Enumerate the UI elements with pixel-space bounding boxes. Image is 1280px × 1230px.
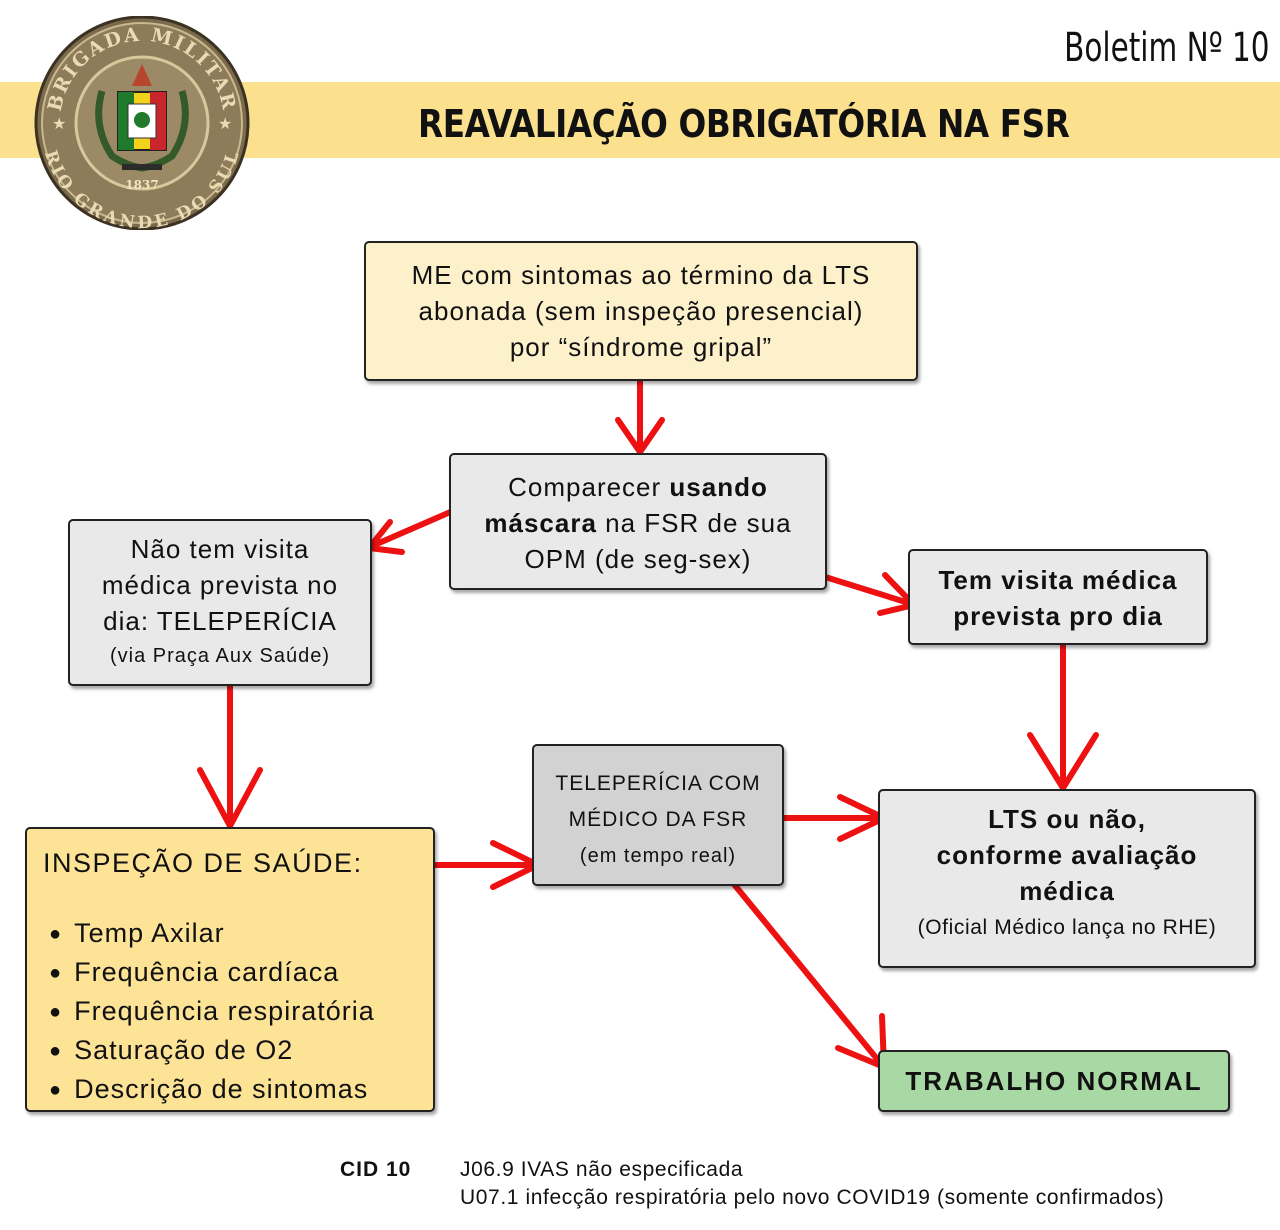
no-visit-line-3: dia: TELEPERÍCIA xyxy=(103,606,337,636)
normal-work-box: TRABALHO NORMAL xyxy=(878,1050,1230,1112)
inspection-item: Temp Axilar xyxy=(49,915,433,954)
start-line-1: ME com sintomas ao término da LTS xyxy=(411,260,871,290)
arrow-attend-to-has-visit xyxy=(819,572,917,616)
lts-note: (Oficial Médico lança no RHE) xyxy=(917,916,1217,939)
has-visit-box: Tem visita médica prevista pro dia xyxy=(908,549,1208,645)
health-inspection-box: INSPEÇÃO DE SAÚDE: Temp Axilar Frequênci… xyxy=(25,827,435,1112)
lts-line-2: conforme avaliação xyxy=(936,840,1198,870)
inspection-item: Saturação de O2 xyxy=(49,1032,433,1071)
arrow-has-visit-to-lts xyxy=(1027,642,1099,791)
normal-work-label: TRABALHO NORMAL xyxy=(905,1066,1203,1096)
no-visit-line-1: Não tem visita xyxy=(130,534,310,564)
seal-year: 1837 xyxy=(125,178,158,192)
inspection-title: INSPEÇÃO DE SAÚDE: xyxy=(43,848,363,878)
bulletin-number: Boletim Nº 10 xyxy=(1064,25,1270,71)
tele-line-1: TELEPERÍCIA COM xyxy=(555,772,761,795)
lts-decision-box: LTS ou não, conforme avaliação médica (O… xyxy=(878,789,1256,968)
inspection-list: Temp Axilar Frequência cardíaca Frequênc… xyxy=(49,915,433,1110)
no-visit-line-2: médica prevista no xyxy=(101,570,339,600)
arrow-attend-to-no-visit xyxy=(366,507,458,555)
lts-line-3: médica xyxy=(1019,876,1115,906)
svg-text:★: ★ xyxy=(218,116,232,133)
attend-bold-1: usando xyxy=(669,472,768,502)
inspection-item: Descrição de sintomas xyxy=(49,1071,433,1110)
no-visit-box: Não tem visita médica prevista no dia: T… xyxy=(68,519,372,686)
has-visit-line-1: Tem visita médica xyxy=(938,565,1178,595)
inspection-item: Frequência respiratória xyxy=(49,993,433,1032)
attend-text-2: na FSR de sua xyxy=(596,508,792,538)
arrow-tele-to-normal xyxy=(730,880,887,1070)
attend-fsr-box: Comparecer usando máscara na FSR de sua … xyxy=(449,453,827,590)
brigada-militar-seal-icon: BRIGADA MILITAR RIO GRANDE DO SUL ★ ★ 18… xyxy=(34,16,250,230)
cid-label: CID 10 xyxy=(340,1158,412,1181)
no-visit-note: (via Praça Aux Saúde) xyxy=(110,645,330,667)
tele-note: (em tempo real) xyxy=(579,845,737,867)
arrow-no-visit-to-inspection xyxy=(197,683,263,829)
arrow-start-to-attend xyxy=(615,377,665,455)
attend-bold-2: máscara xyxy=(484,508,597,538)
cid-code-1: J06.9 IVAS não especificada xyxy=(460,1158,744,1181)
start-line-2: abonada (sem inspeção presencial) xyxy=(418,296,864,326)
start-line-3: por “síndrome gripal” xyxy=(509,332,773,362)
attend-text-1: Comparecer xyxy=(508,472,670,502)
teleperícia-fsr-box: TELEPERÍCIA COM MÉDICO DA FSR (em tempo … xyxy=(532,744,784,886)
start-condition-box: ME com sintomas ao término da LTS abonad… xyxy=(364,241,918,381)
arrow-inspection-to-tele xyxy=(427,840,541,890)
lts-line-1: LTS ou não, xyxy=(988,804,1146,834)
svg-text:★: ★ xyxy=(52,116,66,133)
inspection-item: Frequência cardíaca xyxy=(49,954,433,993)
has-visit-line-2: prevista pro dia xyxy=(953,601,1163,631)
attend-line-3: OPM (de seg-sex) xyxy=(524,544,752,574)
cid-code-2: U07.1 infecção respiratória pelo novo CO… xyxy=(460,1186,1165,1209)
arrow-tele-to-lts xyxy=(777,794,887,842)
page-title: REAVALIAÇÃO OBRIGATÓRIA NA FSR xyxy=(418,102,1070,146)
tele-line-2: MÉDICO DA FSR xyxy=(568,808,748,831)
